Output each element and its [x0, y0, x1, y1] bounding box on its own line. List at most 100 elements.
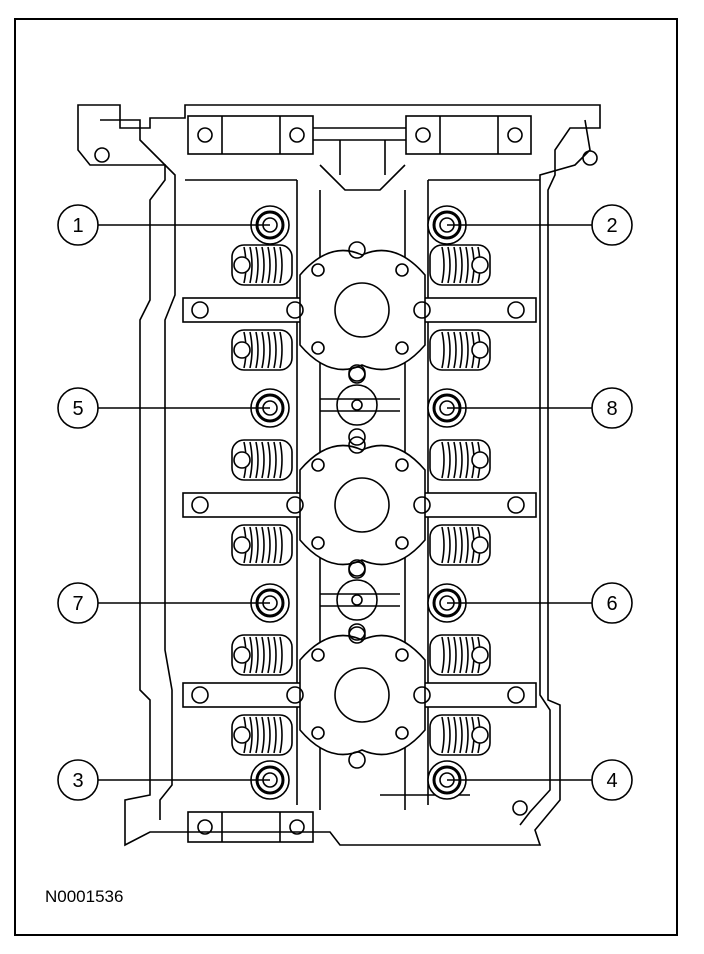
spring-coil [261, 636, 265, 674]
spring-coil [267, 716, 271, 754]
oil-hole [348, 751, 366, 769]
cam-journal [182, 241, 537, 384]
oil-hole [348, 241, 366, 259]
spring-coil [441, 331, 445, 369]
valve-spring [231, 634, 293, 676]
oil-hole [395, 458, 409, 472]
valve-spring [231, 244, 293, 286]
spring-coil [249, 716, 253, 754]
spring-coil [267, 526, 271, 564]
oil-hole [311, 341, 325, 355]
cam-journal [182, 436, 537, 579]
spring-coil [249, 636, 253, 674]
spring-coil [465, 441, 469, 479]
spring-coil [453, 526, 457, 564]
valve-springs [231, 244, 491, 756]
plate-hole [507, 496, 525, 514]
callout-3: 3 [57, 759, 270, 801]
oil-hole [395, 341, 409, 355]
oil-hole [348, 428, 366, 446]
cam-journal [182, 626, 537, 769]
oil-hole [395, 536, 409, 550]
callout-number: 6 [606, 593, 617, 615]
spring-coil [249, 331, 253, 369]
callout-circle [57, 387, 99, 429]
center-boss-ring [336, 384, 378, 426]
spring-coil [279, 716, 283, 754]
valve-spring [231, 714, 293, 756]
spring-coil [465, 246, 469, 284]
plate-hole [191, 496, 209, 514]
valve-stem [233, 451, 251, 469]
camshaft-journals [182, 241, 537, 769]
callout-circle [591, 387, 633, 429]
callout-4: 4 [447, 759, 633, 801]
spring-coil [255, 246, 259, 284]
oil-hole [395, 263, 409, 277]
valve-stem [471, 726, 489, 744]
spring-coil [273, 636, 277, 674]
inner-outline-right [519, 119, 591, 826]
center-boss [320, 364, 400, 446]
oil-hole [311, 648, 325, 662]
callout-1: 1 [57, 204, 270, 246]
plate-hole [286, 301, 304, 319]
spring-coil [261, 526, 265, 564]
spring-coil [279, 331, 283, 369]
spring-coil [249, 526, 253, 564]
spring-coil [249, 441, 253, 479]
spring-coil [261, 441, 265, 479]
spring-coil [267, 331, 271, 369]
oil-hole [311, 263, 325, 277]
spring-coil [441, 636, 445, 674]
spring-coil [465, 331, 469, 369]
valve-stem [471, 451, 489, 469]
spring-coil [459, 716, 463, 754]
figure-id-label: N0001536 [45, 887, 124, 906]
callout-circle [57, 582, 99, 624]
spring-coil [453, 331, 457, 369]
spring-coil [255, 636, 259, 674]
spring-coil [249, 246, 253, 284]
center-boss-hole [351, 399, 363, 411]
spring-coil [261, 716, 265, 754]
plate-hole [191, 301, 209, 319]
callout-number: 2 [606, 215, 617, 237]
oil-hole [395, 726, 409, 740]
callout-6: 6 [447, 582, 633, 624]
spring-coil [261, 246, 265, 284]
cam-bore [334, 667, 390, 723]
spring-coil [453, 246, 457, 284]
spring-coil [273, 441, 277, 479]
spring-coil [279, 246, 283, 284]
bottom-cam-cap [187, 811, 314, 843]
spring-coil [273, 526, 277, 564]
valve-stem [233, 536, 251, 554]
spring-body [231, 524, 293, 566]
oil-hole [348, 436, 366, 454]
spring-body [231, 634, 293, 676]
plate-hole [191, 686, 209, 704]
spring-coil [255, 331, 259, 369]
spring-coil [273, 246, 277, 284]
spring-coil [441, 526, 445, 564]
plate-hole [286, 686, 304, 704]
spring-coil [267, 441, 271, 479]
oil-hole [348, 559, 366, 577]
spring-coil [279, 526, 283, 564]
dowel-hole [94, 147, 110, 163]
callout-number: 8 [606, 398, 617, 420]
valve-spring [429, 524, 491, 566]
spring-coil [441, 246, 445, 284]
cam-bore [334, 282, 390, 338]
valve-stem [233, 256, 251, 274]
valve-spring [231, 329, 293, 371]
spring-coil [255, 441, 259, 479]
callout-number: 3 [72, 770, 83, 792]
spring-coil [255, 526, 259, 564]
spring-body [429, 329, 491, 371]
center-boss-hole [351, 594, 363, 606]
spring-coil [465, 526, 469, 564]
spring-coil [441, 441, 445, 479]
